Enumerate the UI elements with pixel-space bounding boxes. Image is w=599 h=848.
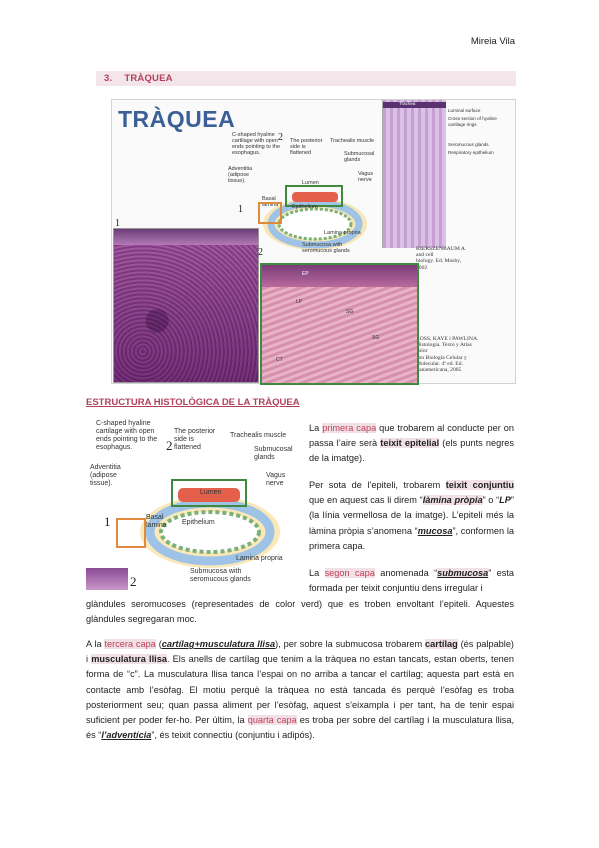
figure-number-1-mid: 1 [238, 204, 243, 215]
label-posterior: The posterior side is flattened [290, 138, 323, 156]
label2-vagus: Vagus nerve [266, 472, 286, 487]
section-bar [96, 71, 516, 86]
label2-trachealis: Trachealis muscle [230, 432, 287, 439]
trachea-diagram-2: C-shaped hyaline cartilage with open end… [86, 418, 301, 590]
callout2-box [116, 518, 146, 548]
tag-ep: EP [302, 271, 309, 277]
label-basal-lamina: Basal lamina [262, 196, 279, 208]
label2-lumen: Lumen [200, 489, 222, 496]
histology-epithelium-image: EP LP SG SG CT [260, 263, 419, 385]
histo-label-0: Luminal surface [448, 108, 481, 113]
tag-ct: CT [276, 357, 283, 363]
subheading: ESTRUCTURA HISTOLÒGICA DE LA TRÀQUEA [86, 397, 300, 408]
paragraph-2: Per sota de l’epiteli, trobarem teixit c… [309, 480, 514, 551]
figure-number-2-top: 2 [278, 132, 283, 143]
figure2-number-2: 2 [130, 574, 137, 589]
label2-posterior: The posterior side is flattened [174, 428, 216, 451]
histology-thumbnail [86, 568, 128, 590]
histology-trachea-column: Trachea [382, 100, 446, 248]
figure-title: TRÀQUEA [118, 106, 236, 132]
label2-submucosa: Submucosa with seromucous glands [190, 568, 251, 583]
label2-basal: Basal lamina [146, 514, 167, 529]
paragraph-4: A la tercera capa (cartílag+musculatura … [86, 639, 515, 741]
paragraph-3: La segon capa anomenada “submucosa” esta… [309, 568, 514, 594]
paragraph-1: La primera capa que trobarem al conducte… [309, 423, 514, 464]
trachea-figure: TRÀQUEA C-shaped hyaline cartilage with … [111, 99, 516, 385]
histology-title: Trachea [399, 101, 416, 106]
section-title: 3. TRÀQUEA [104, 73, 173, 84]
histo-label-2: Seromucous glands [448, 142, 489, 147]
label2-epithelium: Epithelium [182, 519, 215, 526]
tag-lp: LP [296, 299, 303, 305]
label-submucosa: Submucosa with seromucous glands [302, 242, 350, 254]
author-name: Mireia Vila [470, 36, 515, 47]
trachea-diagram-2-svg [140, 479, 280, 568]
section-number: 3. [104, 73, 113, 84]
label2-submucosal: Submucosal glands [254, 446, 293, 461]
label-cartilage: C-shaped hyaline cartilage with open end… [232, 132, 281, 156]
histo-label-3: Respiratory epithelium [448, 150, 494, 155]
reference-ross: ROSS, KAYE i PAWLINA.Histología. Texto y… [416, 336, 479, 374]
label-submucosal: Submucosal glands [344, 151, 375, 163]
section-name: TRÀQUEA [124, 73, 173, 84]
histo-label-1: Cross section of hyaline cartilage rings [448, 116, 497, 127]
label2-cartilage: C-shaped hyaline cartilage with open end… [96, 420, 158, 451]
label2-lamina: Lamina propria [236, 555, 283, 562]
label2-adventitia: Adventitia (adipose tissue). [90, 464, 121, 487]
label-trachealis: Trachealis muscle [330, 138, 375, 144]
trachea-diagram [263, 185, 367, 250]
label-vagus: Vagus nerve [358, 171, 374, 183]
tag-sg-2: SG [372, 335, 380, 341]
histology-cartilage-image [113, 228, 259, 383]
paragraph-3-continued: glàndules seromucoses (representades de … [86, 599, 514, 625]
tag-sg-1: SG [346, 309, 354, 315]
figure-number-1: 1 [115, 218, 120, 229]
label-lamina-propria: Lamina propria [324, 230, 361, 236]
figure2-number-1: 1 [104, 514, 111, 529]
figure-number-2: 2 [258, 247, 263, 258]
label-epithelium: Epithelium [292, 204, 318, 210]
label-lumen: Lumen [302, 180, 319, 186]
figure2-number-2-top: 2 [166, 438, 173, 453]
callout-box [258, 202, 282, 224]
label-adventitia: Adventitia (adipose tissue). [228, 166, 253, 184]
